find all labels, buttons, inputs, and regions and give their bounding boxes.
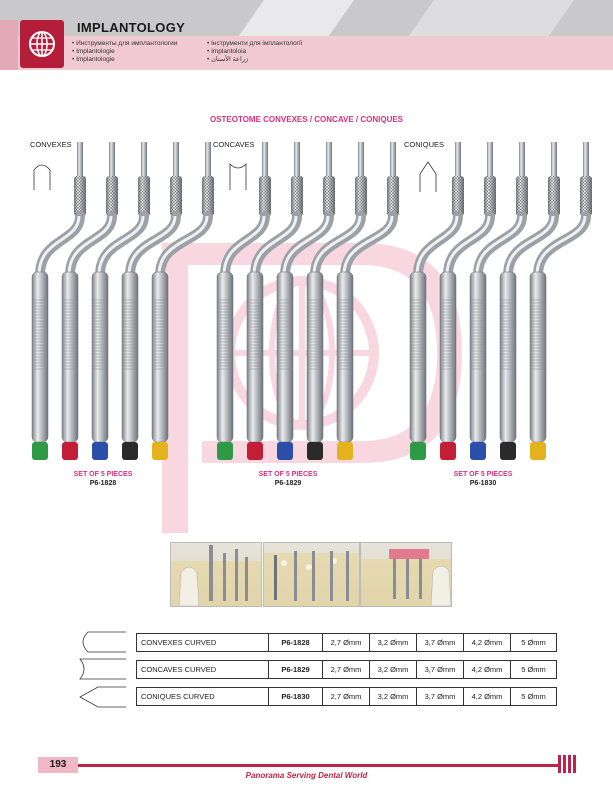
osteotome-instrument (469, 142, 528, 460)
size-cell: 3,2 Ømm (370, 661, 417, 678)
tip-label-convexes: CONVEXES (30, 140, 72, 149)
size-cell: 4,2 Ømm (464, 688, 511, 705)
section-title: OSTEOTOME CONVEXES / CONCAVE / CONIQUES (209, 115, 404, 124)
osteotome-instrument (61, 142, 118, 460)
concave-tip-icon (79, 658, 126, 680)
convex-tip-icon (82, 631, 126, 653)
osteotome-instrument (306, 142, 367, 460)
subtitle-item: • Інструменти для імплантології (207, 40, 303, 47)
instrument-illustration (31, 142, 592, 460)
product-code: P6-1828 (269, 634, 323, 651)
concave-tip-icon (229, 163, 247, 190)
osteotome-instrument (499, 142, 560, 460)
convex-tip-icon (33, 164, 51, 190)
osteotome-instrument (336, 142, 399, 460)
header-band (0, 36, 613, 70)
set-label: SET OF 5 PIECES (73, 471, 133, 478)
size-cell: 3,7 Ømm (417, 688, 464, 705)
osteotome-instrument (216, 142, 271, 460)
header-accent (0, 20, 18, 70)
subtitle-list-left: • Инструменты для имплантологии • Implan… (72, 40, 177, 65)
tip-label-concaves: CONCAVES (213, 140, 255, 149)
set-label: SET OF 5 PIECES (453, 471, 513, 478)
header-bar (0, 0, 613, 36)
product-name: CONVEXES CURVED (137, 634, 269, 651)
set-label: SET OF 5 PIECES (258, 471, 318, 478)
size-cell: 5 Ømm (521, 692, 546, 701)
page-title: IMPLANTOLOGY (77, 20, 186, 35)
osteotome-instrument (529, 142, 592, 460)
size-cell: 4,2 Ømm (464, 634, 511, 651)
subtitle-item: • Implantoloia (207, 48, 247, 56)
osteotome-instrument (409, 142, 464, 460)
osteotome-instrument (276, 142, 335, 460)
table-row: CONVEXES CURVED P6-1828 2,7 Ømm 3,2 Ømm … (136, 633, 557, 652)
subtitle-item: • Инструменты для имплантологии (72, 40, 178, 47)
header-stripe (228, 0, 362, 36)
table-row: CONCAVES CURVED P6-1829 2,7 Ømm 3,2 Ømm … (136, 660, 557, 679)
osteotome-instrument (439, 142, 496, 460)
set-code: P6-1830 (469, 480, 497, 487)
tip-label-coniques: CONIQUES (404, 140, 445, 149)
size-cell: 3,2 Ømm (370, 688, 417, 705)
subtitle-list-right: • Інструменти для імплантології • Implan… (207, 40, 302, 65)
table-row: CONIQUES CURVED P6-1830 2,7 Ømm 3,2 Ømm … (136, 687, 557, 706)
product-code: P6-1830 (269, 688, 323, 705)
clinical-illustration (360, 542, 452, 607)
osteotome-instrument (31, 142, 86, 460)
header-stripe (398, 0, 582, 36)
osteotome-instrument (91, 142, 150, 460)
product-name: CONCAVES CURVED (137, 661, 269, 678)
size-cell: 5 Ømm (521, 665, 546, 674)
subtitle-item: • زراعة الأسنان (207, 56, 249, 64)
size-cell: 5 Ømm (521, 638, 546, 647)
osteotome-instrument (121, 142, 182, 460)
subtitle-item: • Implantologie (72, 48, 115, 56)
conique-tip-icon (419, 161, 437, 192)
brand-logo (20, 20, 64, 68)
product-name: CONIQUES CURVED (137, 688, 269, 705)
osteotome-instrument (151, 142, 214, 460)
set-code: P6-1828 (89, 480, 117, 487)
conique-tip-icon (79, 686, 126, 708)
product-code: P6-1829 (269, 661, 323, 678)
size-cell: 3,7 Ømm (417, 661, 464, 678)
page-number: 193 (38, 757, 78, 773)
size-cell: 3,2 Ømm (370, 634, 417, 651)
size-cell: 2,7 Ømm (323, 634, 370, 651)
footer-tagline: Panorama Serving Dental World (245, 771, 368, 780)
size-cell: 2,7 Ømm (323, 688, 370, 705)
clinical-illustration (170, 542, 262, 607)
osteotome-instrument (246, 142, 303, 460)
size-cell: 4,2 Ømm (464, 661, 511, 678)
size-cell: 3,7 Ømm (417, 634, 464, 651)
size-cell: 2,7 Ømm (323, 661, 370, 678)
clinical-illustration (263, 542, 360, 607)
subtitle-item: • Implantologie (72, 56, 115, 64)
set-code: P6-1829 (274, 480, 302, 487)
footer-rule (38, 764, 558, 767)
